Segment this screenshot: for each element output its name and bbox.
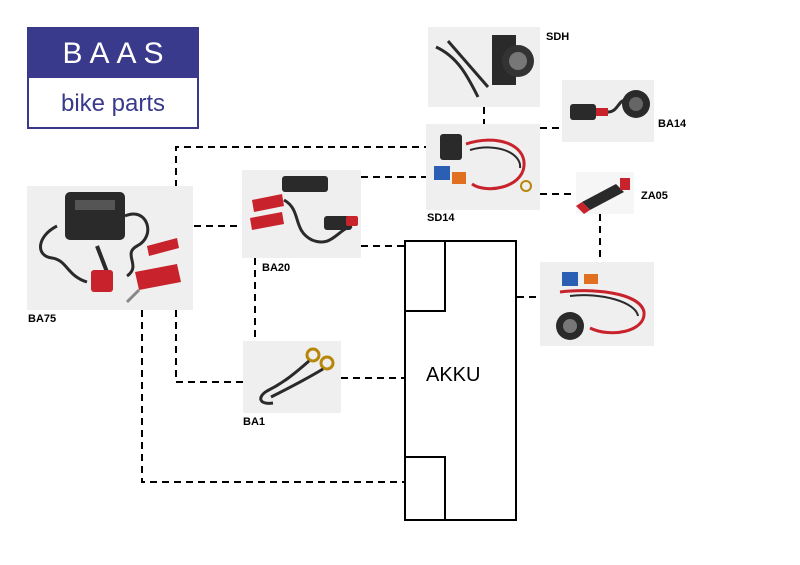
- ba14-photo: [562, 80, 654, 142]
- socket-adapter-photo-icon: [570, 90, 650, 120]
- ring-terminal-cable-photo-icon: [259, 347, 335, 405]
- ba75-photo: [27, 186, 193, 310]
- socket-fuse-cable-photo-icon: [434, 134, 532, 192]
- socket-bracket-photo-icon: [435, 35, 534, 98]
- ba1-label: BA1: [243, 416, 266, 428]
- socket-kit-photo-icon: [556, 272, 646, 340]
- ba20-photo: [242, 170, 361, 258]
- sdh-label: SDH: [546, 31, 570, 43]
- ba1-photo: [243, 341, 341, 413]
- ba14-label: BA14: [658, 118, 687, 130]
- za05-label: ZA05: [641, 190, 668, 202]
- link-ba75-akku: [141, 310, 404, 483]
- ba75-label: BA75: [28, 313, 57, 325]
- charger-photo-icon: [39, 192, 181, 304]
- ba20-label: BA20: [262, 262, 291, 274]
- baas-logo: BAAS bike parts: [27, 27, 199, 129]
- sdh-photo: [428, 27, 540, 107]
- clamp-cable-photo-icon: [250, 176, 358, 244]
- socket-kit-photo: [540, 262, 654, 346]
- logo-brand: BAAS: [29, 29, 197, 78]
- battery-label: AKKU: [426, 364, 481, 386]
- battery-terminal-bottom: [404, 456, 446, 521]
- plug-photo-icon: [576, 178, 630, 214]
- za05-photo: [576, 172, 634, 214]
- battery-terminal-top: [404, 240, 446, 312]
- sd14-photo: [426, 124, 540, 210]
- battery-box: AKKU: [404, 240, 517, 521]
- link-ba75-ba1: [175, 310, 243, 383]
- link-ba75-sd14: [175, 146, 426, 187]
- sd14-label: SD14: [427, 212, 455, 224]
- logo-tagline: bike parts: [60, 90, 166, 117]
